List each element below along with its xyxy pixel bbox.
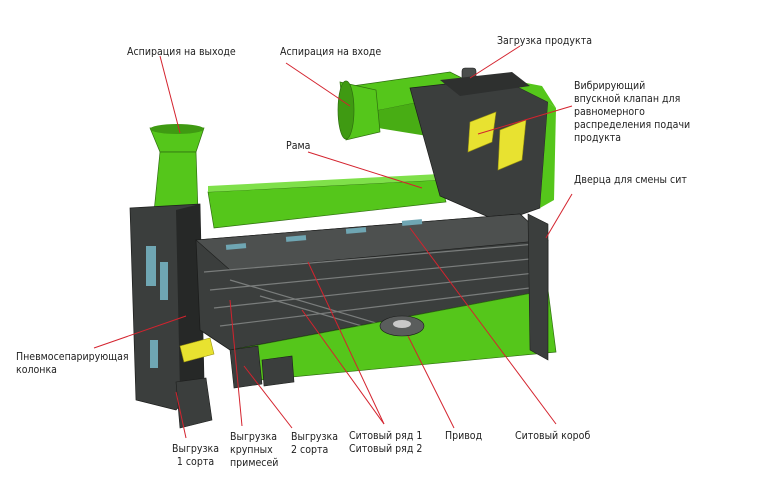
frame-beam-top [208, 174, 440, 192]
leader-unload-grade2 [243, 365, 293, 429]
loading-hopper-green-side [500, 78, 556, 108]
aspiration-outlet-duct [153, 151, 199, 213]
aspiration-inlet-mouth [337, 80, 355, 140]
valve-panel-1 [467, 111, 497, 153]
leader-sieve-door [545, 193, 573, 239]
sieve-box-top-hatches [225, 219, 423, 250]
label-unload-impurities: Выгрузка крупных примесей [230, 431, 279, 469]
leader-product-loading [469, 45, 521, 79]
loading-top-plate [440, 72, 530, 96]
column-window-2 [160, 262, 168, 300]
label-drive: Привод [445, 430, 483, 442]
label-sieve-door: Дверца для смены сит [574, 174, 687, 186]
leader-aspiration-out [159, 55, 181, 134]
loading-hopper-green-right [540, 102, 556, 208]
leader-sieve-box [409, 227, 557, 425]
column-window-1 [146, 246, 156, 286]
sieve-rows [203, 243, 547, 347]
sieve-door [527, 213, 549, 361]
leader-unload-grade1 [175, 391, 187, 439]
label-aspiration-out: Аспирация на выходе [127, 46, 236, 58]
label-unload-grade1: Выгрузка 1 сорта [172, 443, 220, 468]
leader-aspiration-in [285, 62, 351, 107]
label-aspiration-in: Аспирация на входе [280, 46, 382, 58]
leader-pneumo-column [93, 315, 187, 349]
label-unload-grade2: Выгрузка 2 сорта [291, 431, 339, 456]
aspiration-outlet-mouth [150, 124, 204, 134]
column-window-3 [150, 340, 158, 368]
label-sieve-rows: Ситовый ряд 1 Ситовый ряд 2 [349, 430, 423, 455]
label-pneumo-column: Пневмосепарирующая колонка [16, 351, 129, 376]
leader-drive [407, 335, 455, 429]
label-sieve-box: Ситовый короб [515, 430, 591, 442]
leader-sieve-row2 [301, 309, 385, 425]
leader-lines [93, 45, 573, 439]
outlet-grade1 [175, 377, 213, 429]
leader-frame [307, 151, 423, 189]
outlet-impurities [229, 345, 263, 389]
label-product-loading: Загрузка продукта [497, 35, 592, 47]
leader-inlet-valve [477, 105, 573, 135]
outlet-grade2 [261, 355, 295, 387]
valve-panel-2 [497, 119, 527, 171]
column-yellow-panel [179, 337, 215, 363]
leader-sieve-row1 [307, 261, 385, 425]
leader-unload-impurities [229, 299, 243, 427]
machine-illustration [129, 67, 557, 429]
label-inlet-valve: Вибрирующий впускной клапан для равномер… [574, 80, 691, 144]
drive-hub [393, 320, 411, 328]
label-frame: Рама [286, 140, 311, 152]
